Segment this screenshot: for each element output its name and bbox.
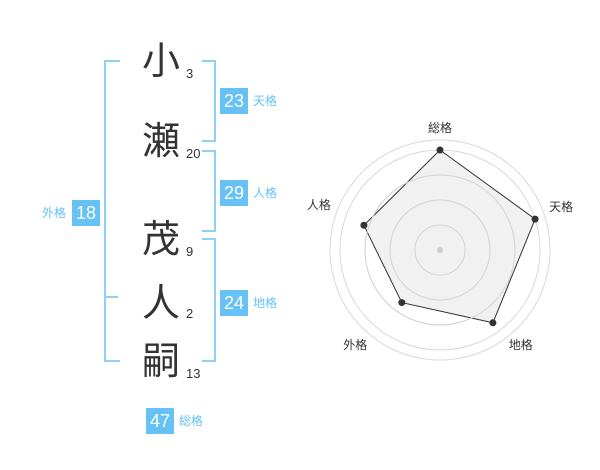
radar-ring-inner xyxy=(414,224,466,276)
radar-ring-inner xyxy=(389,199,491,301)
radar-ring-inner xyxy=(364,174,516,326)
radar-center-point xyxy=(437,247,443,253)
name-char-2: 瀬 xyxy=(141,119,180,163)
radar-axis-label-5: 人格 xyxy=(307,197,331,212)
soukaku-badge: 47 xyxy=(146,408,174,434)
name-char-4: 人 xyxy=(141,281,180,325)
soukaku-label: 総格 xyxy=(179,414,204,428)
chikaku-badge: 24 xyxy=(220,290,248,316)
stroke-count-4: 2 xyxy=(186,306,194,321)
radar-point-3 xyxy=(489,319,497,327)
gaikaku-label: 外格 xyxy=(42,206,67,220)
radar-point-5 xyxy=(360,221,368,229)
gaikaku-badge: 18 xyxy=(72,200,100,226)
stroke-count-5: 13 xyxy=(186,366,201,381)
jinkaku-bracket xyxy=(202,150,216,232)
radar-point-2 xyxy=(531,215,539,223)
stroke-count-1: 3 xyxy=(186,66,194,81)
tenkaku-bracket xyxy=(202,60,216,142)
jinkaku-badge: 29 xyxy=(220,180,248,206)
chikaku-label: 地格 xyxy=(253,296,278,310)
radar-axis-label-2: 天格 xyxy=(549,199,573,214)
radar-point-4 xyxy=(398,299,406,307)
radar-point-1 xyxy=(436,146,444,154)
chikaku-bracket xyxy=(202,238,216,362)
gaikaku-bracket xyxy=(104,60,120,362)
radar-axis-label-3: 地格 xyxy=(509,337,533,352)
radar-axis-label-1: 総格 xyxy=(428,120,452,135)
jinkaku-label: 人格 xyxy=(253,186,278,200)
tenkaku-label: 天格 xyxy=(253,94,278,108)
tenkaku-badge: 23 xyxy=(220,88,248,114)
stroke-count-3: 9 xyxy=(186,244,194,259)
name-char-3: 茂 xyxy=(141,217,180,261)
name-char-1: 小 xyxy=(141,39,180,83)
stroke-count-2: 20 xyxy=(186,146,201,161)
radar-area xyxy=(363,149,536,324)
name-char-5: 嗣 xyxy=(141,339,180,383)
radar-axis-label-4: 外格 xyxy=(343,337,367,352)
gaikaku-bracket-divider xyxy=(104,296,118,298)
